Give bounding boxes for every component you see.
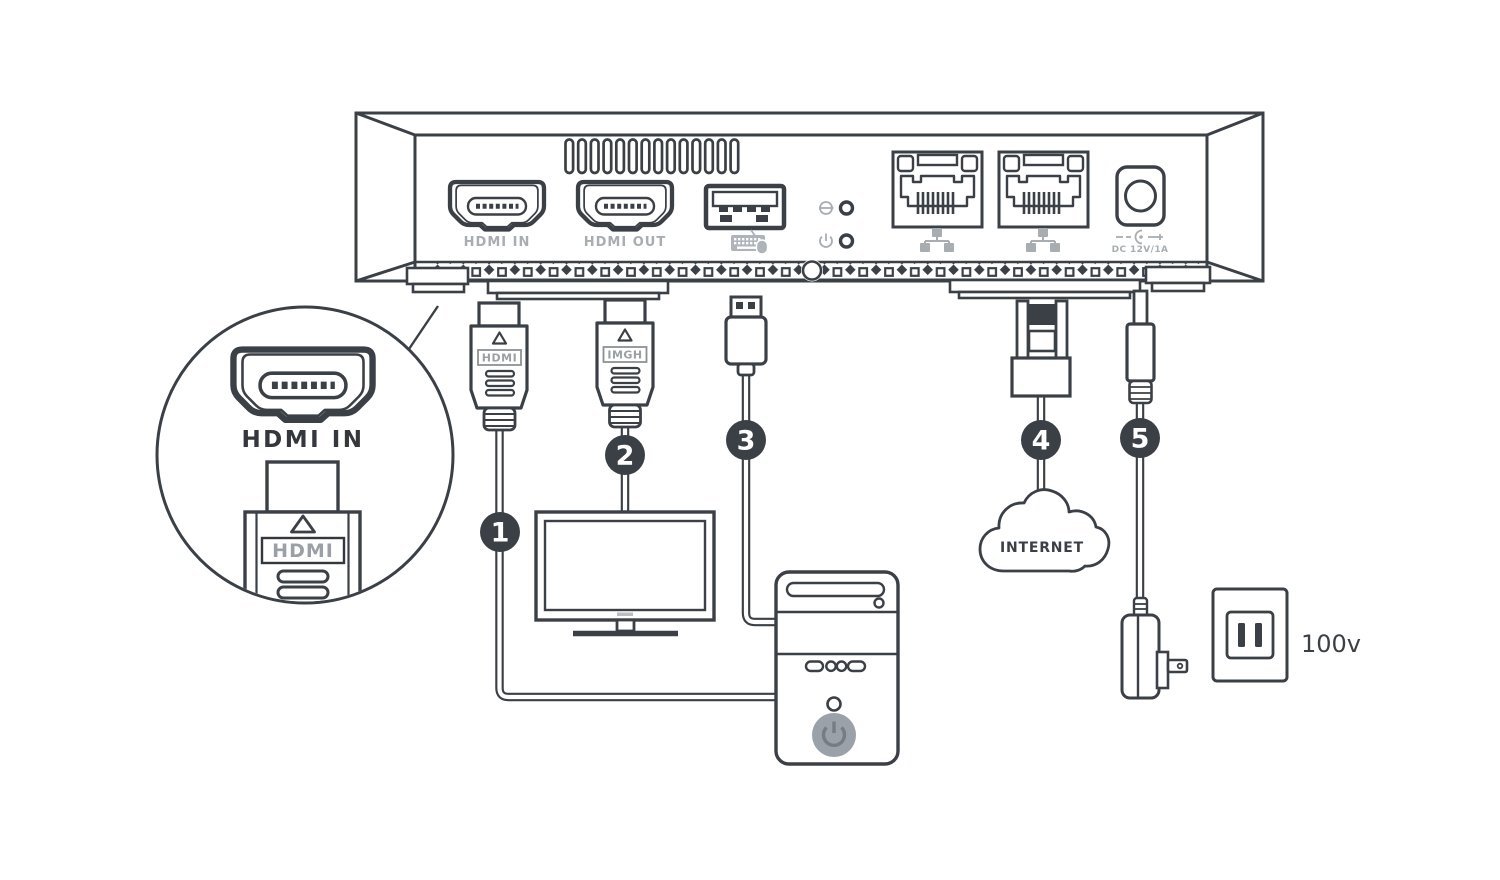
- callout-pointer-line: [408, 305, 439, 350]
- badge-5: 5: [1120, 418, 1160, 458]
- hdmi-in-port: [450, 182, 544, 230]
- svg-text:5: 5: [1131, 424, 1150, 455]
- perforated-strip: [432, 259, 1203, 282]
- eject-button: [873, 597, 885, 609]
- callout-plug-label: HDMI: [272, 540, 334, 562]
- set-top-box-rear-panel: HDMI IN HDMI OUT: [354, 111, 1265, 301]
- callout-hdmi-plug: HDMI: [243, 460, 362, 602]
- vent-slots: [564, 138, 740, 175]
- internet-cloud: INTERNET: [978, 488, 1111, 573]
- cable-1-hdmi: [495, 428, 780, 702]
- cable-3-usb: [741, 374, 780, 627]
- hdmi-out-port-label: HDMI OUT: [584, 235, 666, 250]
- optical-drive-slot: [785, 581, 886, 598]
- hdmi-plug-1: HDMI: [469, 301, 529, 432]
- usb-plug: [724, 295, 768, 377]
- cable-2-strain-relief: [608, 403, 642, 429]
- usb-port: [703, 183, 787, 231]
- plug-base: [1155, 650, 1170, 690]
- power-icon: [819, 233, 833, 248]
- callout-hdmi-port: [233, 350, 372, 420]
- ethernet-port-1: [891, 150, 984, 229]
- wall-outlet: [1211, 587, 1289, 683]
- svg-text:4: 4: [1032, 426, 1051, 457]
- hdmi-plug-2-label: IMGH: [607, 349, 642, 362]
- tv-logo-bar: [617, 612, 633, 616]
- status-leds: [819, 200, 855, 249]
- hdmi-plug-2: IMGH: [595, 298, 655, 429]
- hdmi-in-callout: HDMI HDMI IN: [155, 305, 455, 605]
- pc-power-button: [812, 713, 856, 757]
- badge-4: 4: [1021, 420, 1061, 460]
- hdmi-in-port-label: HDMI IN: [464, 235, 531, 250]
- front-vents: [804, 660, 867, 673]
- dc-power-plug: [1125, 289, 1156, 405]
- keyboard-mouse-icon: [731, 229, 769, 255]
- pc-tower: [774, 570, 900, 766]
- power-led: [826, 696, 842, 712]
- cable-5-strain-relief: [1128, 379, 1153, 405]
- ethernet-port-2: [997, 150, 1090, 229]
- svg-text:2: 2: [616, 441, 635, 472]
- tv: [534, 510, 716, 637]
- step-badges: 1 2 3 4 5: [480, 418, 1160, 552]
- dc-power-jack: [1115, 165, 1166, 227]
- badge-1: 1: [480, 512, 520, 552]
- standby-icon: [819, 201, 834, 215]
- svg-text:1: 1: [491, 518, 510, 549]
- reset-hole: [801, 260, 823, 281]
- dc-jack-label: DC 12V/1A: [1112, 245, 1169, 255]
- ethernet-plug: [1010, 299, 1072, 398]
- power-led: [838, 233, 855, 249]
- badge-2: 2: [605, 435, 645, 475]
- cable-1-strain-relief: [482, 406, 517, 432]
- outlet-voltage-label: 100v: [1301, 630, 1361, 658]
- badge-3: 3: [726, 420, 766, 460]
- internet-label: INTERNET: [1000, 540, 1084, 556]
- device-feet: [405, 265, 1212, 301]
- hdmi-plug-1-label: HDMI: [482, 352, 517, 365]
- callout-port-label: HDMI IN: [241, 427, 364, 453]
- svg-text:3: 3: [737, 426, 756, 457]
- hdmi-out-port: [578, 182, 672, 230]
- dc-polarity-icon: [1116, 229, 1163, 245]
- power-adapter: [1120, 596, 1189, 700]
- status-led: [838, 200, 855, 216]
